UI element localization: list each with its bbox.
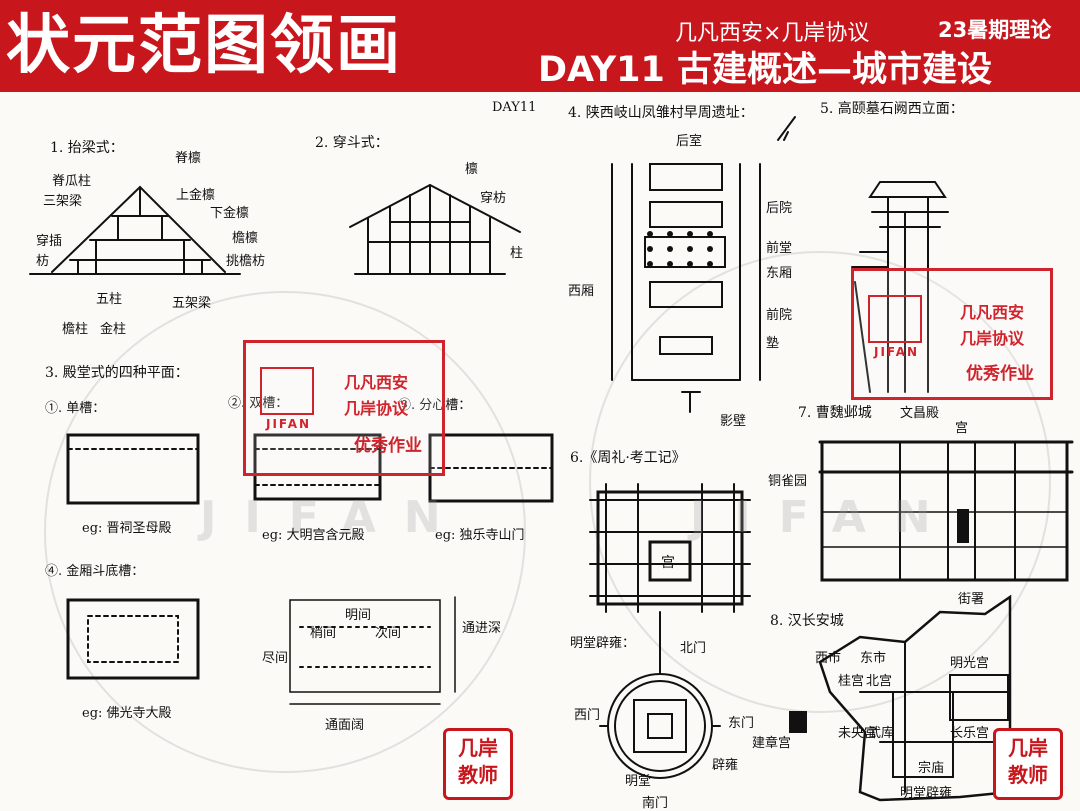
badge-line: 教师 [458, 763, 498, 787]
s1-label: 檐檩 [232, 231, 259, 246]
s1-label: 五柱 [96, 292, 123, 307]
stamp-logo-text: JIFAN [266, 417, 312, 431]
s1-label: 上金檩 [176, 188, 216, 203]
s6b-label: 辟雍 [712, 758, 739, 773]
sketch-sheet: JIFAN JIFAN DAY11 1. 抬梁式： 脊檩 脊瓜柱 三架梁 上金檩… [0, 92, 1080, 811]
s8-label: 宗庙 [918, 761, 945, 776]
s2-label: 穿枋 [480, 191, 507, 206]
section-6-title: 6.《周礼·考工记》 [570, 450, 686, 466]
s2-label: 檩 [465, 162, 479, 177]
stamp-line: 几岸协议 [960, 329, 1025, 348]
badge-line: 教师 [1008, 763, 1048, 787]
excellent-work-stamp: JIFAN 几凡西安 几岸协议 优秀作业 [243, 340, 445, 476]
day-tag: DAY11 [492, 100, 537, 115]
s6b-label: 明堂 [625, 774, 652, 789]
plan-4-example: eg: 佛光寺大殿 [82, 706, 172, 721]
watermark-text: JIFAN [200, 492, 469, 543]
main-title: 状元范图领画 [6, 9, 402, 83]
day-title: DAY11 古建概述—城市建设 [538, 50, 993, 90]
s6b-label: 北门 [680, 641, 707, 656]
plan-2-example: eg: 大明宫含元殿 [262, 528, 365, 543]
s8-label: 未央宫 [838, 726, 878, 741]
teacher-badge: 几岸 教师 [993, 728, 1063, 800]
s8-label: 明光宫 [950, 656, 990, 671]
badge-line: 几岸 [1008, 736, 1048, 760]
plan-1-label: ①. 单槽： [45, 401, 106, 416]
section-8-title: 8. 汉长安城 [770, 613, 844, 629]
plan-1-example: eg: 晋祠圣母殿 [82, 521, 172, 536]
section-5-title: 5. 高颐墓石阙西立面： [820, 101, 964, 117]
s6b-label: 东门 [728, 716, 755, 731]
plan-dim-label: 梢间 [310, 626, 337, 641]
s6b-label: 西门 [574, 708, 601, 723]
plan-dim-label: 明间 [345, 608, 372, 623]
stamp-line: 几岸协议 [344, 399, 409, 418]
section-1-title: 1. 抬梁式： [50, 140, 124, 156]
plan-dim-label: 次间 [375, 626, 402, 641]
section-6b-title: 明堂辟雍： [570, 636, 636, 651]
s4-label: 塾 [766, 336, 780, 351]
s4-label: 东厢 [766, 266, 793, 281]
s4-label: 前堂 [766, 241, 793, 256]
palace-center: 宫 [661, 555, 675, 571]
sketch-drawing [29, 116, 1074, 802]
s8-label: 东市 [860, 651, 887, 666]
s8-label: 建章宫 [752, 736, 792, 751]
s8-label: 北宫 [866, 674, 893, 689]
s1-label: 五架梁 [172, 296, 212, 311]
term-label: 23暑期理论 [938, 18, 1052, 42]
s1-label: 下金檩 [210, 206, 250, 221]
s8-label: 明堂辟雍 [900, 786, 953, 801]
s4-label: 前院 [766, 308, 793, 323]
plan-dim-label: 尽间 [262, 651, 289, 666]
plan-3-example: eg: 独乐寺山门 [435, 528, 525, 543]
section-7-title: 7. 曹魏邺城 [798, 405, 872, 421]
plan-3-label: ③. 分心槽： [398, 398, 472, 413]
s7-label: 宫 [955, 421, 969, 436]
stamp-line: 几凡西安 [960, 303, 1025, 322]
s2-label: 柱 [510, 246, 524, 261]
stamp-line: 几凡西安 [344, 373, 409, 392]
s1-label: 檐柱 [62, 322, 89, 337]
stamp-line: 优秀作业 [966, 364, 1034, 384]
plan-4-label: ④. 金厢斗底槽： [45, 564, 145, 579]
jifan-logo-icon [868, 295, 922, 343]
s8-label: 武库 [868, 726, 895, 741]
s8-label: 桂宫 [838, 674, 865, 689]
s1-label: 三架梁 [43, 194, 83, 209]
section-3-title: 3. 殿堂式的四种平面： [45, 365, 189, 381]
s8-label: 西市 [815, 651, 842, 666]
s1-label: 金柱 [100, 322, 127, 337]
s8-label: 街署 [958, 592, 985, 607]
teacher-badge: 几岸 教师 [443, 728, 513, 800]
s6b-label: 南门 [642, 796, 669, 811]
plan-dim-label: 通面阔 [325, 718, 365, 733]
title-banner: 状元范图领画 几凡西安×几岸协议 23暑期理论 DAY11 古建概述—城市建设 [0, 0, 1080, 92]
plan-dim-label: 通进深 [462, 621, 502, 636]
s1-label: 挑檐枋 [226, 254, 266, 269]
s4-label: 后室 [676, 134, 703, 149]
jifan-logo-icon [260, 367, 314, 415]
s7-label: 文昌殿 [900, 406, 940, 421]
excellent-work-stamp: JIFAN 几凡西安 几岸协议 优秀作业 [851, 268, 1053, 400]
s1-label: 脊檩 [175, 151, 202, 166]
section-4-title: 4. 陕西岐山凤雏村早周遗址： [568, 105, 754, 121]
badge-line: 几岸 [458, 736, 498, 760]
s4-label: 影壁 [720, 414, 747, 429]
s1-label: 穿插枋 [36, 234, 63, 269]
s8-label: 长乐宫 [950, 726, 990, 741]
stamp-logo-text: JIFAN [874, 345, 920, 359]
s4-label: 后院 [766, 201, 793, 216]
watermark-text: JIFAN [690, 492, 959, 543]
section-2-title: 2. 穿斗式： [315, 135, 389, 151]
s4-label: 西厢 [568, 284, 595, 299]
stamp-line: 优秀作业 [354, 436, 422, 456]
s7-label: 铜雀园 [768, 474, 808, 489]
collab-text: 几凡西安×几岸协议 [675, 21, 870, 46]
s1-label: 脊瓜柱 [52, 174, 92, 189]
